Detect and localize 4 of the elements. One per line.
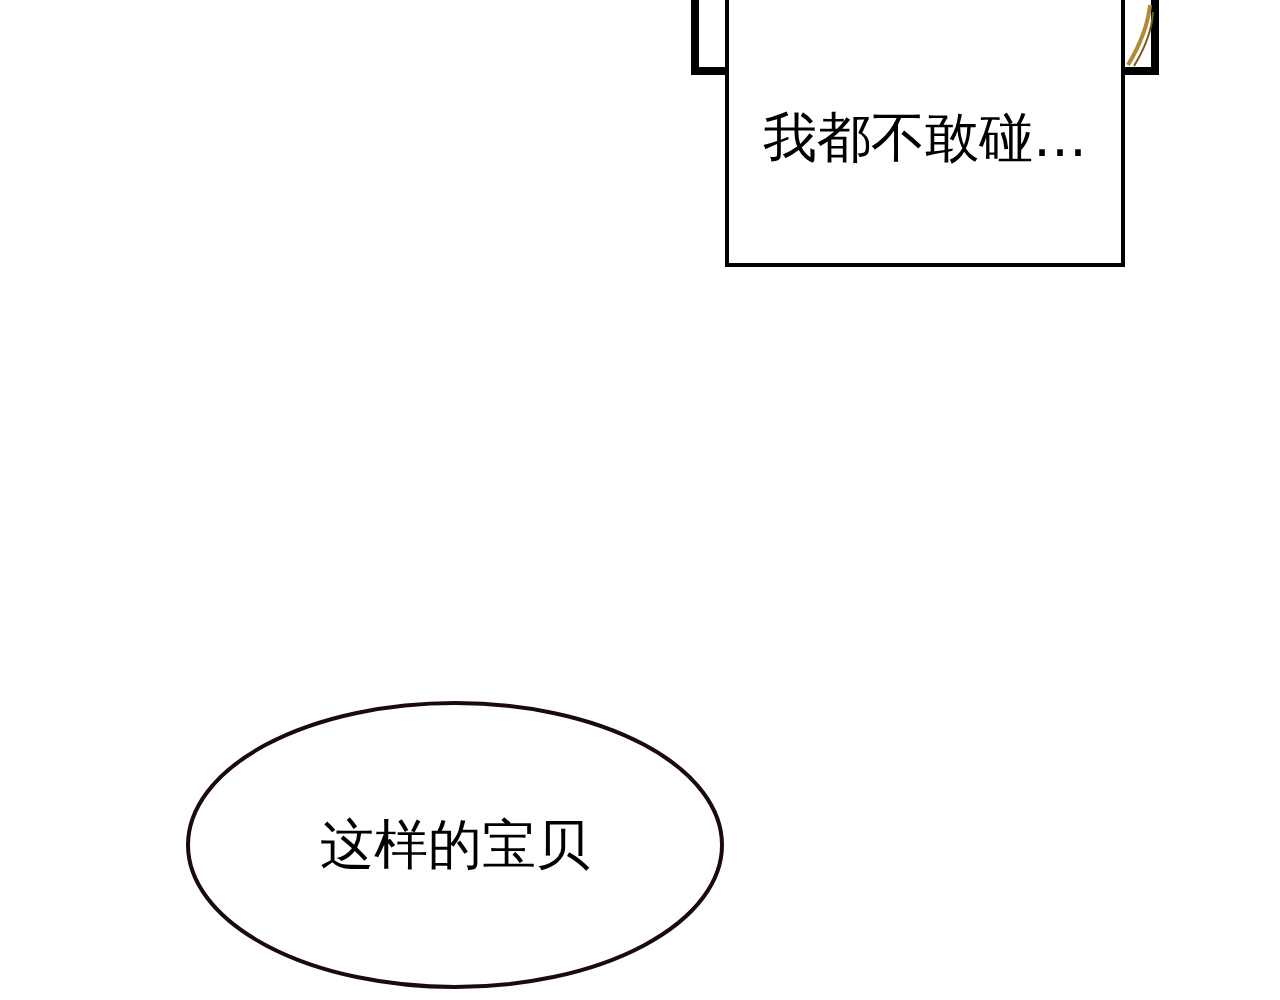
dialogue-text: 我都不敢碰… bbox=[763, 105, 1087, 171]
caption-box bbox=[725, 0, 1125, 267]
dialogue-text: 这样的宝贝 bbox=[320, 811, 590, 878]
speech-bubble bbox=[185, 700, 725, 990]
